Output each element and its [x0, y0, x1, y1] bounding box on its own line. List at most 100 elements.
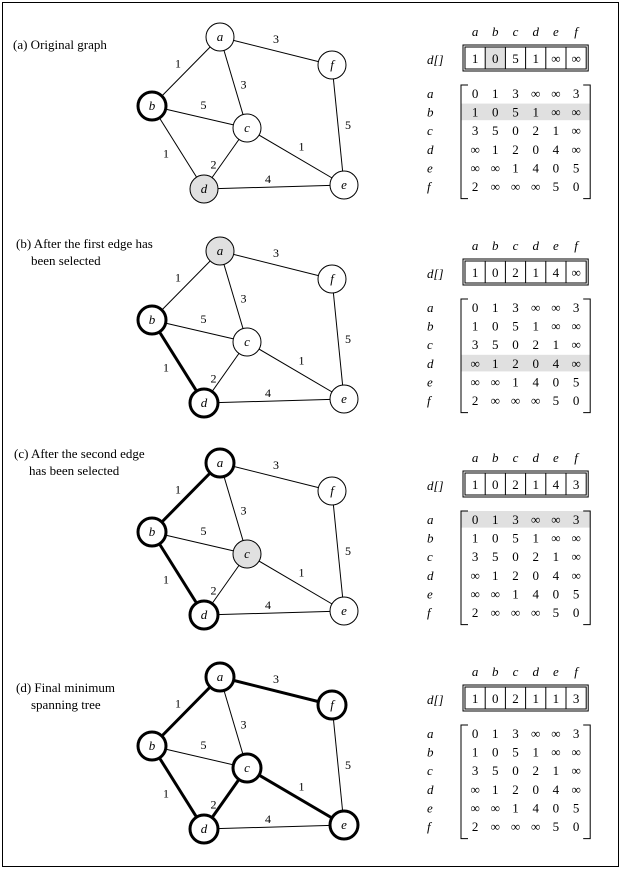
matrix-cell: 5	[512, 105, 519, 120]
matrix-row-label-c: c	[427, 123, 433, 138]
matrix-cell: 3	[573, 512, 580, 527]
distance-cell-bg	[545, 47, 566, 69]
matrix-cell: ∞	[571, 763, 580, 778]
distance-cell-bg	[545, 687, 566, 709]
distance-array-label: d[]	[427, 478, 444, 493]
distance-cell-bg	[465, 261, 486, 283]
matrix-cell: ∞	[531, 512, 540, 527]
matrix-row-label-a: a	[427, 726, 434, 741]
matrix-cell: ∞	[511, 605, 520, 620]
matrix-cell: 1	[492, 726, 499, 741]
node-label-d: d	[201, 607, 208, 622]
matrix-row-label-b: b	[427, 745, 434, 760]
matrix-cell: ∞	[491, 819, 500, 834]
matrix-row-highlight	[461, 354, 591, 372]
matrix-cell: 5	[553, 605, 560, 620]
node-c	[232, 327, 262, 357]
node-label-f: f	[330, 483, 336, 498]
edge-a-b	[150, 675, 222, 748]
matrix-cell: ∞	[470, 782, 479, 797]
matrix-cell: 5	[492, 763, 499, 778]
edge-a-b	[151, 36, 221, 107]
distance-cell: 4	[553, 265, 560, 280]
edge-weight-b-d: 1	[163, 787, 169, 801]
distance-cell-bg	[566, 687, 587, 709]
matrix-cell: 2	[532, 549, 539, 564]
distance-cell: 0	[492, 51, 499, 66]
matrix-cell: 1	[553, 123, 560, 138]
matrix-cell: 3	[512, 726, 519, 741]
distance-cell: 3	[573, 477, 580, 492]
matrix-cell: ∞	[551, 86, 560, 101]
matrix-cell: 1	[532, 531, 539, 546]
edge-a-b	[151, 250, 221, 321]
matrix-cell: 0	[553, 374, 560, 389]
distance-cell: 2	[512, 477, 519, 492]
matrix-cell: ∞	[470, 800, 479, 815]
node-label-a: a	[217, 669, 224, 684]
node-label-a: a	[217, 243, 224, 258]
column-label-c: c	[513, 664, 519, 679]
matrix-cell: 0	[492, 531, 499, 546]
panel-caption: (b) After the first edge has	[16, 236, 153, 251]
matrix-cell: ∞	[551, 745, 560, 760]
matrix-right-bracket	[583, 510, 591, 626]
matrix-row-label-e: e	[427, 374, 433, 389]
matrix-cell: ∞	[531, 179, 540, 194]
node-f	[317, 476, 347, 506]
matrix-row-label-c: c	[427, 549, 433, 564]
matrix-right-bracket	[583, 84, 591, 200]
distance-cell: ∞	[571, 51, 580, 66]
matrix-cell: ∞	[571, 568, 580, 583]
distance-cell-bg	[485, 473, 506, 495]
panel-caption: (d) Final minimum	[16, 680, 115, 695]
matrix-cell: 5	[553, 179, 560, 194]
edge-weight-f-e: 5	[345, 758, 351, 772]
matrix-cell: 5	[512, 745, 519, 760]
distance-cell-bg	[485, 687, 506, 709]
node-a	[204, 447, 236, 479]
edge-c-e	[246, 553, 345, 612]
matrix-cell: 5	[512, 319, 519, 334]
matrix-cell: 1	[532, 319, 539, 334]
matrix-cell: 0	[573, 605, 580, 620]
node-a	[205, 22, 235, 52]
distance-cell-bg	[505, 261, 526, 283]
matrix-cell: 0	[492, 319, 499, 334]
distance-cell: 3	[573, 691, 580, 706]
matrix-cell: 0	[512, 549, 519, 564]
edge-weight-c-e: 1	[299, 354, 305, 368]
distance-array-outer	[462, 684, 589, 712]
edge-weight-c-e: 1	[299, 566, 305, 580]
edge-weight-a-f: 3	[273, 672, 279, 686]
matrix-cell: 0	[472, 512, 479, 527]
panel-caption: (a) Original graph	[13, 37, 107, 52]
node-label-b: b	[149, 524, 156, 539]
distance-cell: 0	[492, 691, 499, 706]
edge-a-c	[219, 250, 248, 343]
edge-a-f	[219, 36, 333, 66]
matrix-cell: ∞	[511, 179, 520, 194]
node-c	[232, 539, 262, 569]
distance-cell: 0	[492, 265, 499, 280]
matrix-cell: 5	[492, 123, 499, 138]
distance-cell-bg	[465, 47, 486, 69]
matrix-cell: 3	[472, 549, 479, 564]
column-label-b: b	[492, 664, 499, 679]
matrix-cell: ∞	[531, 819, 540, 834]
matrix-cell: 1	[492, 300, 499, 315]
matrix-cell: 1	[553, 337, 560, 352]
edge-weight-b-c: 5	[201, 98, 207, 112]
distance-cell-bg	[505, 687, 526, 709]
matrix-cell: 1	[492, 356, 499, 371]
edge-weight-c-e: 1	[299, 780, 305, 794]
edge-weight-a-b: 1	[175, 483, 181, 497]
edge-weight-d-e: 4	[265, 172, 271, 186]
column-label-e: e	[553, 664, 559, 679]
node-e	[329, 384, 359, 414]
matrix-row-label-f: f	[427, 179, 433, 194]
matrix-cell: 0	[553, 160, 560, 175]
node-b	[136, 304, 168, 336]
distance-cell-bg	[566, 261, 587, 283]
matrix-cell: 5	[573, 160, 580, 175]
